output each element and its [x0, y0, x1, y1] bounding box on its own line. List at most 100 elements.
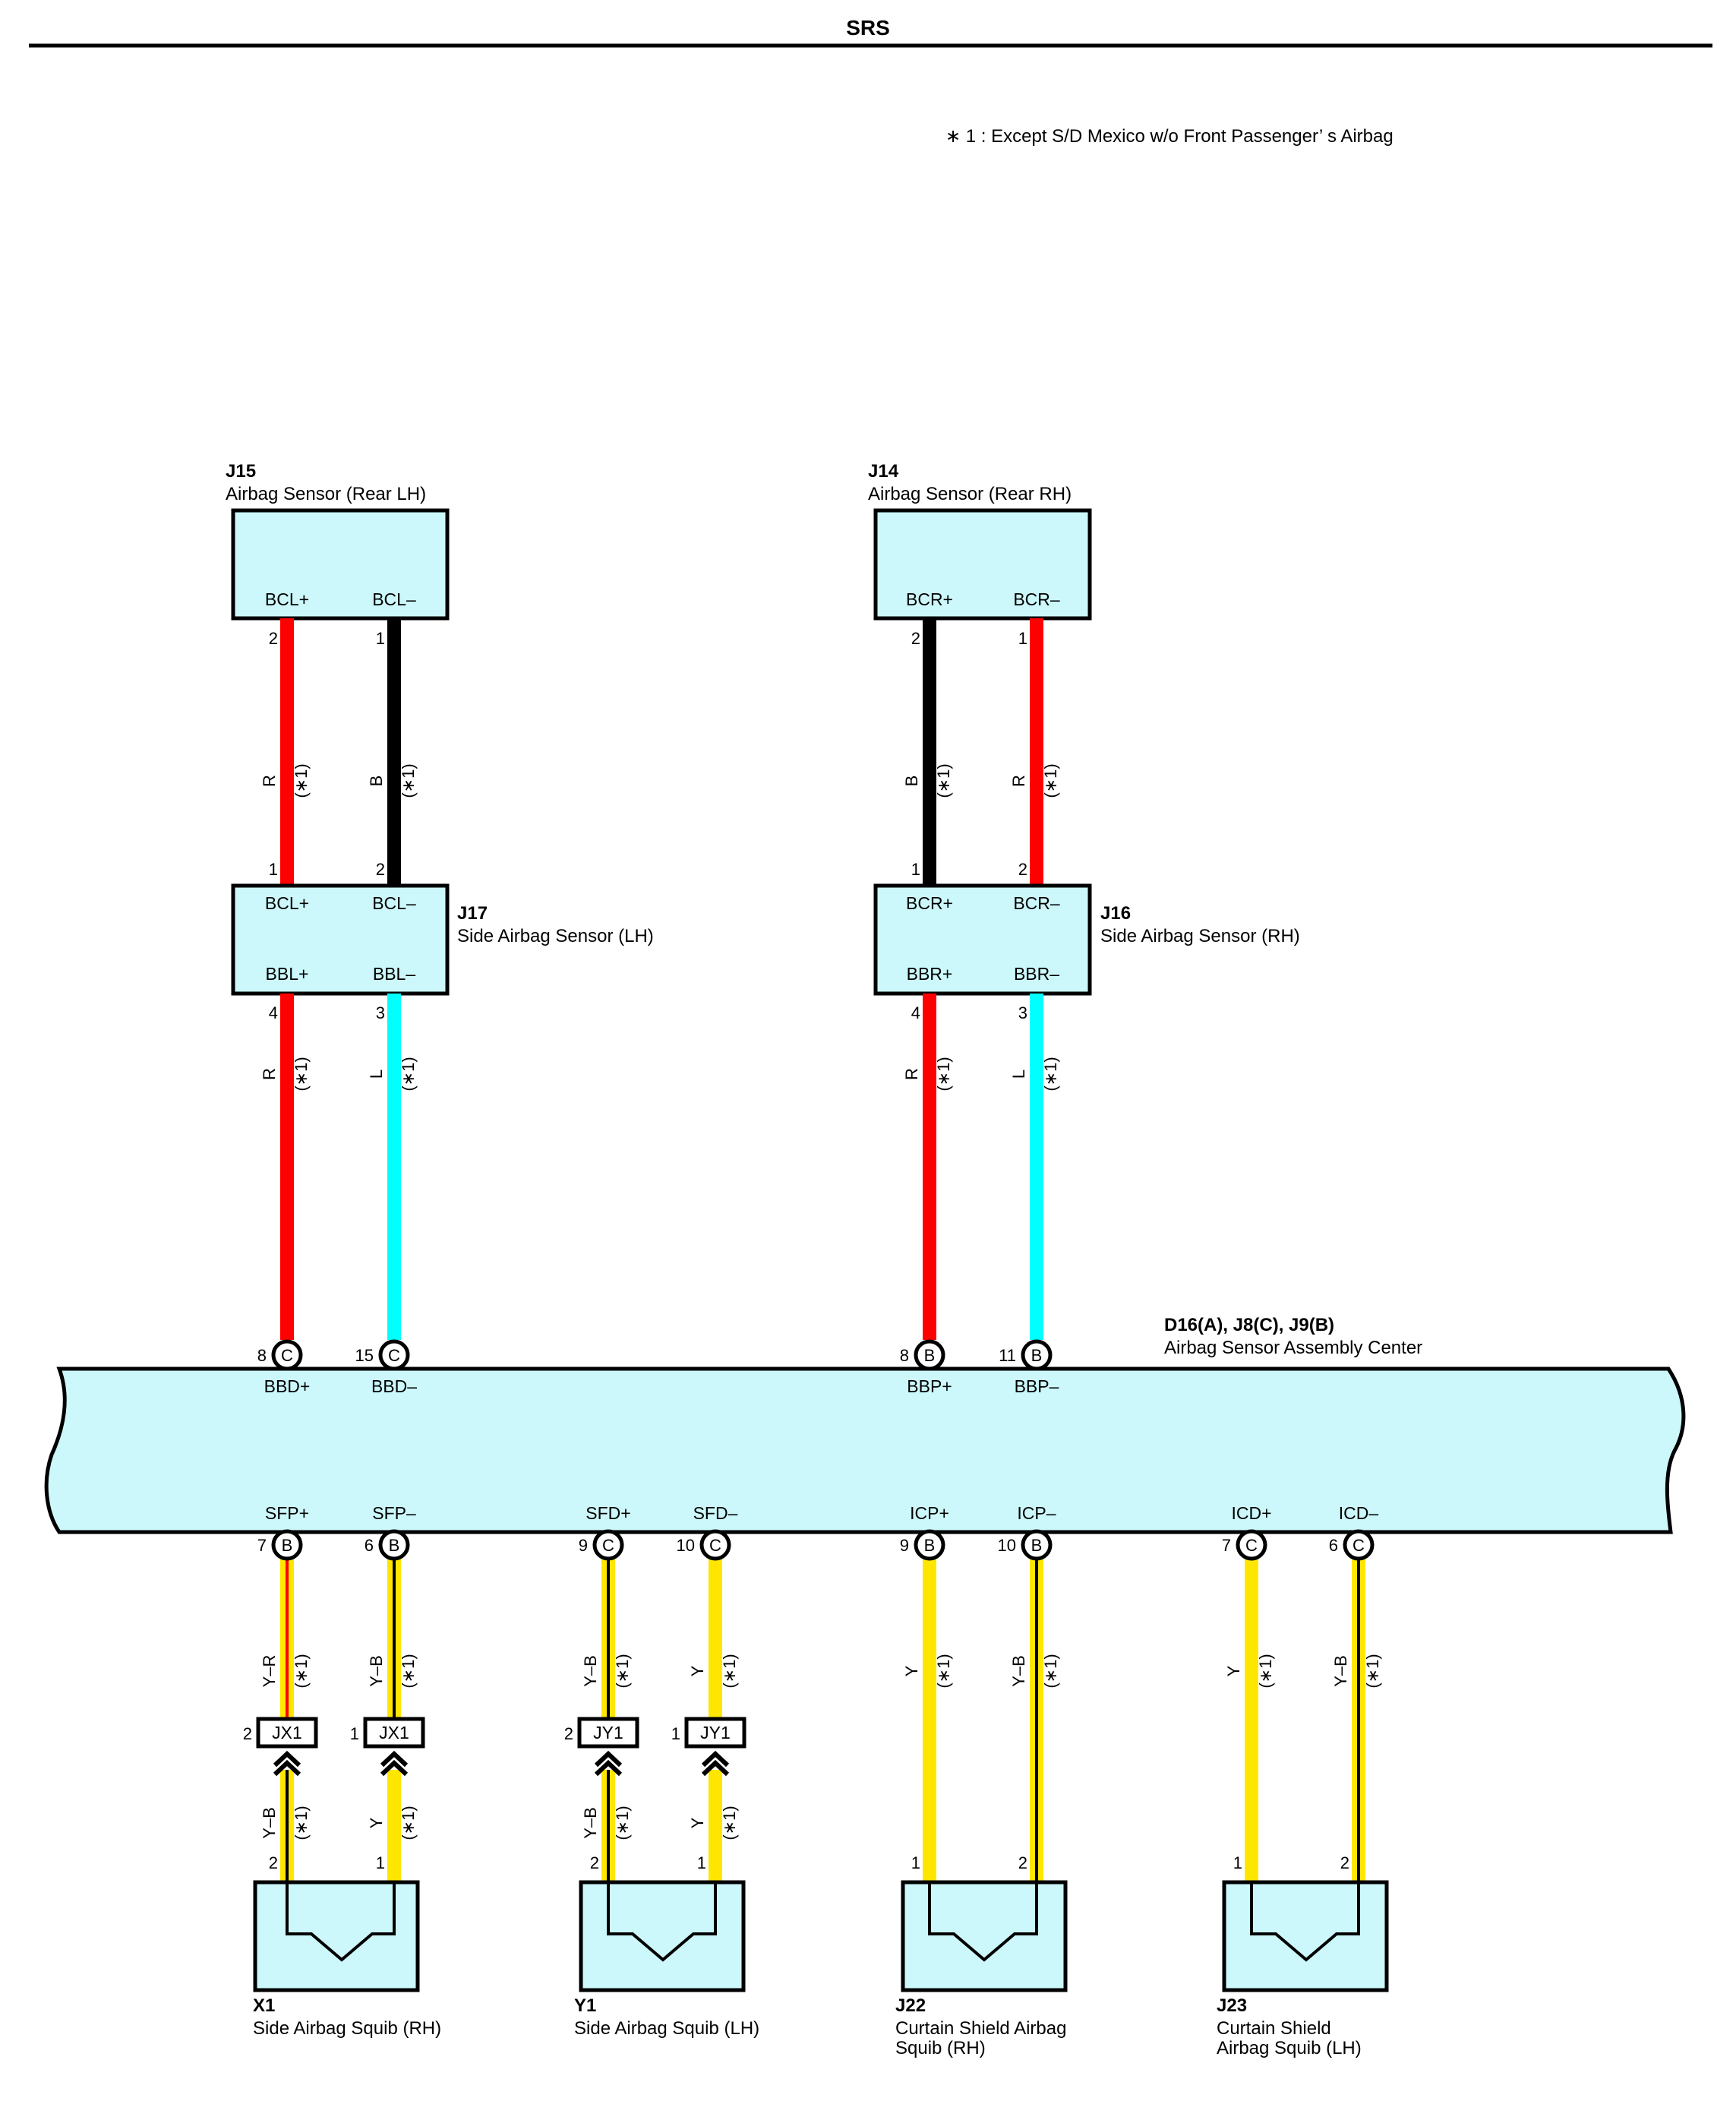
wire-label-l: L — [367, 1069, 386, 1079]
wire-note-tag: (∗1) — [613, 1654, 632, 1688]
pin-j17-3: 3 — [376, 1003, 385, 1022]
center-pin-letter: B — [924, 1536, 936, 1555]
connector-chevron-icon — [273, 1750, 730, 1777]
wire-label-r: R — [260, 775, 279, 787]
wire-note-tag: (∗1) — [292, 1806, 311, 1840]
center-pin-number: 6 — [365, 1536, 374, 1555]
center-pin-number: 8 — [257, 1346, 267, 1365]
center-pin-letter: B — [1031, 1536, 1043, 1555]
wire-note-tag: (∗1) — [1041, 1654, 1060, 1688]
j14-code: J14 — [868, 461, 899, 482]
j14-terminal-bcr-plus: BCR+ — [906, 589, 953, 609]
j23-name-line2: Airbag Squib (LH) — [1217, 2038, 1362, 2058]
center-pin-letter: B — [389, 1536, 400, 1555]
wire-label-r: R — [260, 1068, 279, 1080]
squib-x1 — [253, 1880, 420, 1992]
inline-pin-number: 1 — [350, 1724, 359, 1743]
center-pin-circle — [1021, 1529, 1053, 1561]
wire-label: Y–R — [260, 1655, 279, 1688]
pin-j17-4: 4 — [269, 1003, 278, 1022]
center-terminal-sfp-minus: SFP– — [372, 1503, 416, 1523]
center-assembly-body — [44, 1366, 1686, 1534]
center-terminal-icd-minus: ICD– — [1339, 1503, 1379, 1523]
wire-label-b: B — [367, 776, 386, 787]
j17-code: J17 — [457, 903, 488, 924]
center-terminal-bbp-plus: BBP+ — [907, 1376, 952, 1396]
wire-note-tag: (∗1) — [934, 1654, 953, 1688]
j16-terminal-bcr-minus: BCR– — [1013, 893, 1060, 913]
center-terminal-icd-plus: ICD+ — [1231, 1503, 1271, 1523]
j15-name: Airbag Sensor (Rear LH) — [226, 484, 426, 504]
j17-terminal-bcl-plus: BCL+ — [265, 893, 309, 913]
j16-terminal-bbr-minus: BBR– — [1014, 964, 1059, 984]
j14-name: Airbag Sensor (Rear RH) — [868, 484, 1072, 504]
center-pin-letter: B — [282, 1536, 293, 1555]
squib-pin-number: 1 — [697, 1853, 706, 1872]
j16-connector — [873, 883, 1092, 996]
inline-connector-label: JY1 — [700, 1723, 731, 1742]
wire-note-tag: (∗1) — [399, 1057, 418, 1091]
j16-code: J16 — [1100, 903, 1131, 924]
center-pin-letter: C — [281, 1346, 293, 1365]
j17-terminal-bbl-plus: BBL+ — [266, 964, 309, 984]
wire-note-tag: (∗1) — [292, 1654, 311, 1688]
center-pin-number: 9 — [579, 1536, 588, 1555]
wire-note-tag: (∗1) — [1363, 1654, 1382, 1688]
pin-j16-4: 4 — [911, 1003, 920, 1022]
wire-note-tag: (∗1) — [1041, 763, 1060, 798]
inline-pin-number: 2 — [243, 1724, 252, 1743]
wire-note-tag: (∗1) — [1041, 1057, 1060, 1091]
squib-j23 — [1222, 1880, 1389, 1992]
wire-note-tag: (∗1) — [613, 1806, 632, 1840]
page-title: SRS — [846, 16, 890, 39]
wire-note-tag: (∗1) — [934, 763, 953, 798]
inline-connector-label: JY1 — [593, 1723, 623, 1742]
wire-label: Y — [902, 1665, 921, 1676]
wire-label: Y–B — [1009, 1655, 1028, 1687]
wire-note-tag: (∗1) — [720, 1654, 739, 1688]
inline-connector-jy1 — [577, 1717, 639, 1749]
center-pin-letter: B — [1031, 1346, 1043, 1365]
center-terminal-bbd-minus: BBD– — [371, 1376, 417, 1396]
squib-pin-number: 1 — [911, 1853, 920, 1872]
inline-pin-number: 2 — [564, 1724, 573, 1743]
j15-terminal-bcl-minus: BCL– — [372, 589, 416, 609]
wire-note-tag: (∗1) — [1256, 1654, 1275, 1688]
wire-note-tag: (∗1) — [399, 1806, 418, 1840]
center-terminal-sfp-plus: SFP+ — [265, 1503, 309, 1523]
center-pin-letter: C — [602, 1536, 614, 1555]
j16-terminal-bbr-plus: BBR+ — [907, 964, 953, 984]
wire-note-tag: (∗1) — [292, 763, 311, 798]
wire-label: Y — [688, 1665, 707, 1676]
center-pin-circle — [271, 1529, 303, 1561]
inline-connector-jx1 — [363, 1717, 425, 1749]
pin-j17-2: 2 — [376, 860, 385, 879]
center-pin-circle — [1343, 1529, 1375, 1561]
pin-j15-1: 1 — [376, 629, 385, 648]
center-pin-circle — [378, 1339, 410, 1371]
pin-j14-1: 1 — [1018, 629, 1027, 648]
squib-x1-box — [253, 1880, 420, 1992]
center-pin-number: 6 — [1329, 1536, 1338, 1555]
squib-element-icon — [286, 1882, 396, 1962]
pin-j16-2: 2 — [1018, 860, 1027, 879]
squib-j22 — [901, 1880, 1068, 1992]
center-terminal-bbd-plus: BBD+ — [264, 1376, 311, 1396]
j15-code: J15 — [226, 461, 256, 482]
wire-label: Y — [1224, 1665, 1243, 1676]
j17-connector — [231, 883, 450, 996]
center-pin-number: 10 — [998, 1536, 1016, 1555]
j16-terminal-bcr-plus: BCR+ — [906, 893, 953, 913]
center-terminal-icp-plus: ICP+ — [910, 1503, 949, 1523]
j16-name: Side Airbag Sensor (RH) — [1100, 926, 1300, 946]
inline-connector-jx1 — [256, 1717, 318, 1749]
wire-note-tag: (∗1) — [934, 1057, 953, 1091]
j14-terminal-bcr-minus: BCR– — [1013, 589, 1060, 609]
squib-pin-number: 2 — [590, 1853, 599, 1872]
wire-label: Y — [688, 1817, 707, 1828]
j22-name-line2: Squib (RH) — [895, 2038, 986, 2058]
j17-name: Side Airbag Sensor (LH) — [457, 926, 654, 946]
j15-terminal-bcl-plus: BCL+ — [265, 589, 309, 609]
wire-label-r: R — [902, 1068, 921, 1080]
squib-pin-number: 1 — [1233, 1853, 1242, 1872]
